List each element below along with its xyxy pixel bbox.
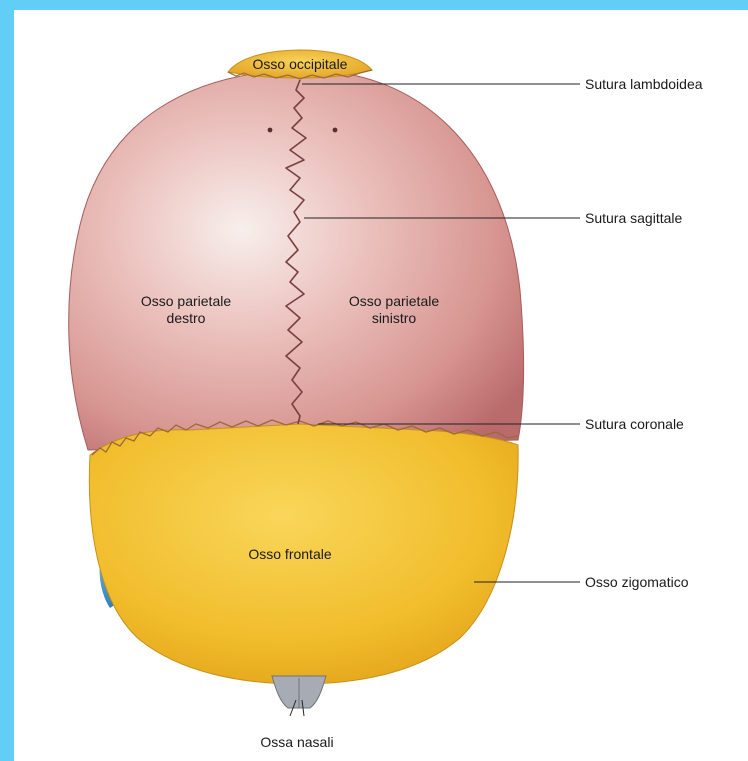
label-sutura-sagittale: Sutura sagittale — [585, 210, 682, 227]
label-osso-parietale-sinistro: Osso parietale sinistro — [349, 293, 439, 327]
label-parietal-right-line2: destro — [141, 310, 231, 327]
label-parietal-left-line2: sinistro — [349, 310, 439, 327]
label-ossa-nasali: Ossa nasali — [260, 734, 333, 751]
parietal-foramen-left — [333, 128, 338, 133]
label-osso-parietale-destro: Osso parietale destro — [141, 293, 231, 327]
parietal-foramen-right — [268, 128, 273, 133]
label-osso-zigomatico: Osso zigomatico — [585, 574, 688, 591]
label-sutura-coronale: Sutura coronale — [585, 416, 684, 433]
label-osso-occipitale: Osso occipitale — [253, 56, 348, 73]
parietal-bones — [69, 70, 524, 450]
label-osso-frontale: Osso frontale — [248, 546, 331, 563]
label-parietal-left-line1: Osso parietale — [349, 293, 439, 310]
label-parietal-right-line1: Osso parietale — [141, 293, 231, 310]
label-sutura-lambdoidea: Sutura lambdoidea — [585, 76, 703, 93]
